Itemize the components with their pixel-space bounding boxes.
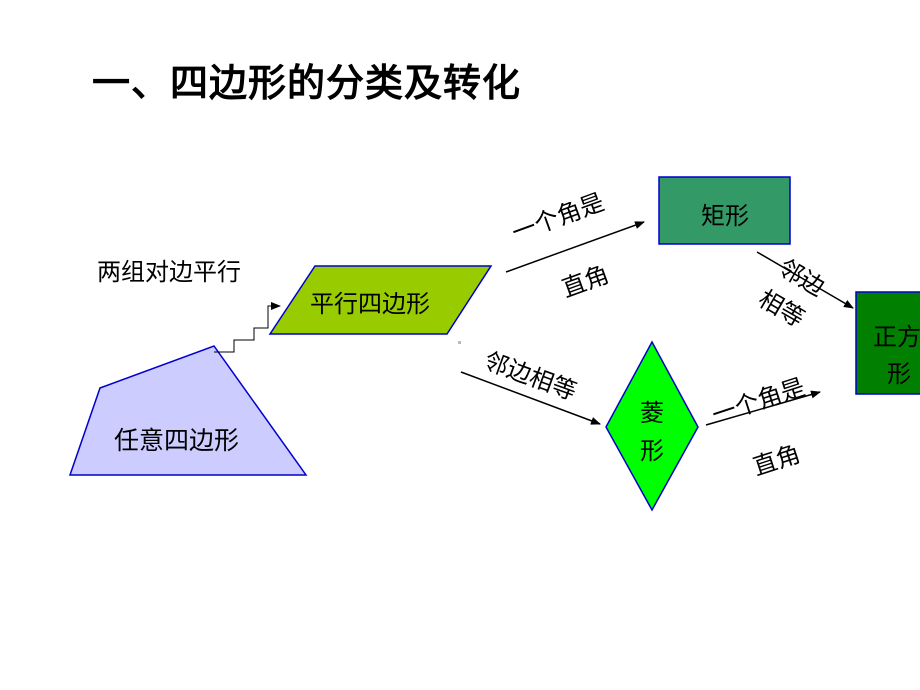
- arrow-parallelogram-to-rhombus: [460, 371, 601, 425]
- step-connector-arrow: [214, 302, 281, 353]
- rectangle-label: 矩形: [701, 202, 749, 230]
- parallelogram-shape: [268, 265, 493, 335]
- arrow-parallelogram-to-rectangle: [505, 221, 645, 273]
- arrow-rectangle-to-square: [756, 251, 854, 309]
- rectangle-shape: [658, 176, 791, 245]
- parallelogram-label: 平行四边形: [310, 290, 430, 318]
- arrow-rhombus-to-square: [705, 390, 821, 426]
- rhombus-shape: [605, 340, 699, 512]
- rhombus-label-line2: 形: [640, 437, 664, 465]
- square-label-line1: 正方: [873, 323, 920, 351]
- small-dot-marker: [458, 341, 461, 344]
- square-shape: [855, 291, 920, 395]
- square-label-line2: 形: [887, 360, 911, 388]
- quadrilateral-shape: [68, 345, 308, 476]
- quadrilateral-label: 任意四边形: [114, 426, 240, 455]
- page-title: 一、四边形的分类及转化: [92, 61, 522, 105]
- rhombus-label-line1: 菱: [640, 399, 664, 427]
- condition-parallel-label: 两组对边平行: [97, 258, 241, 286]
